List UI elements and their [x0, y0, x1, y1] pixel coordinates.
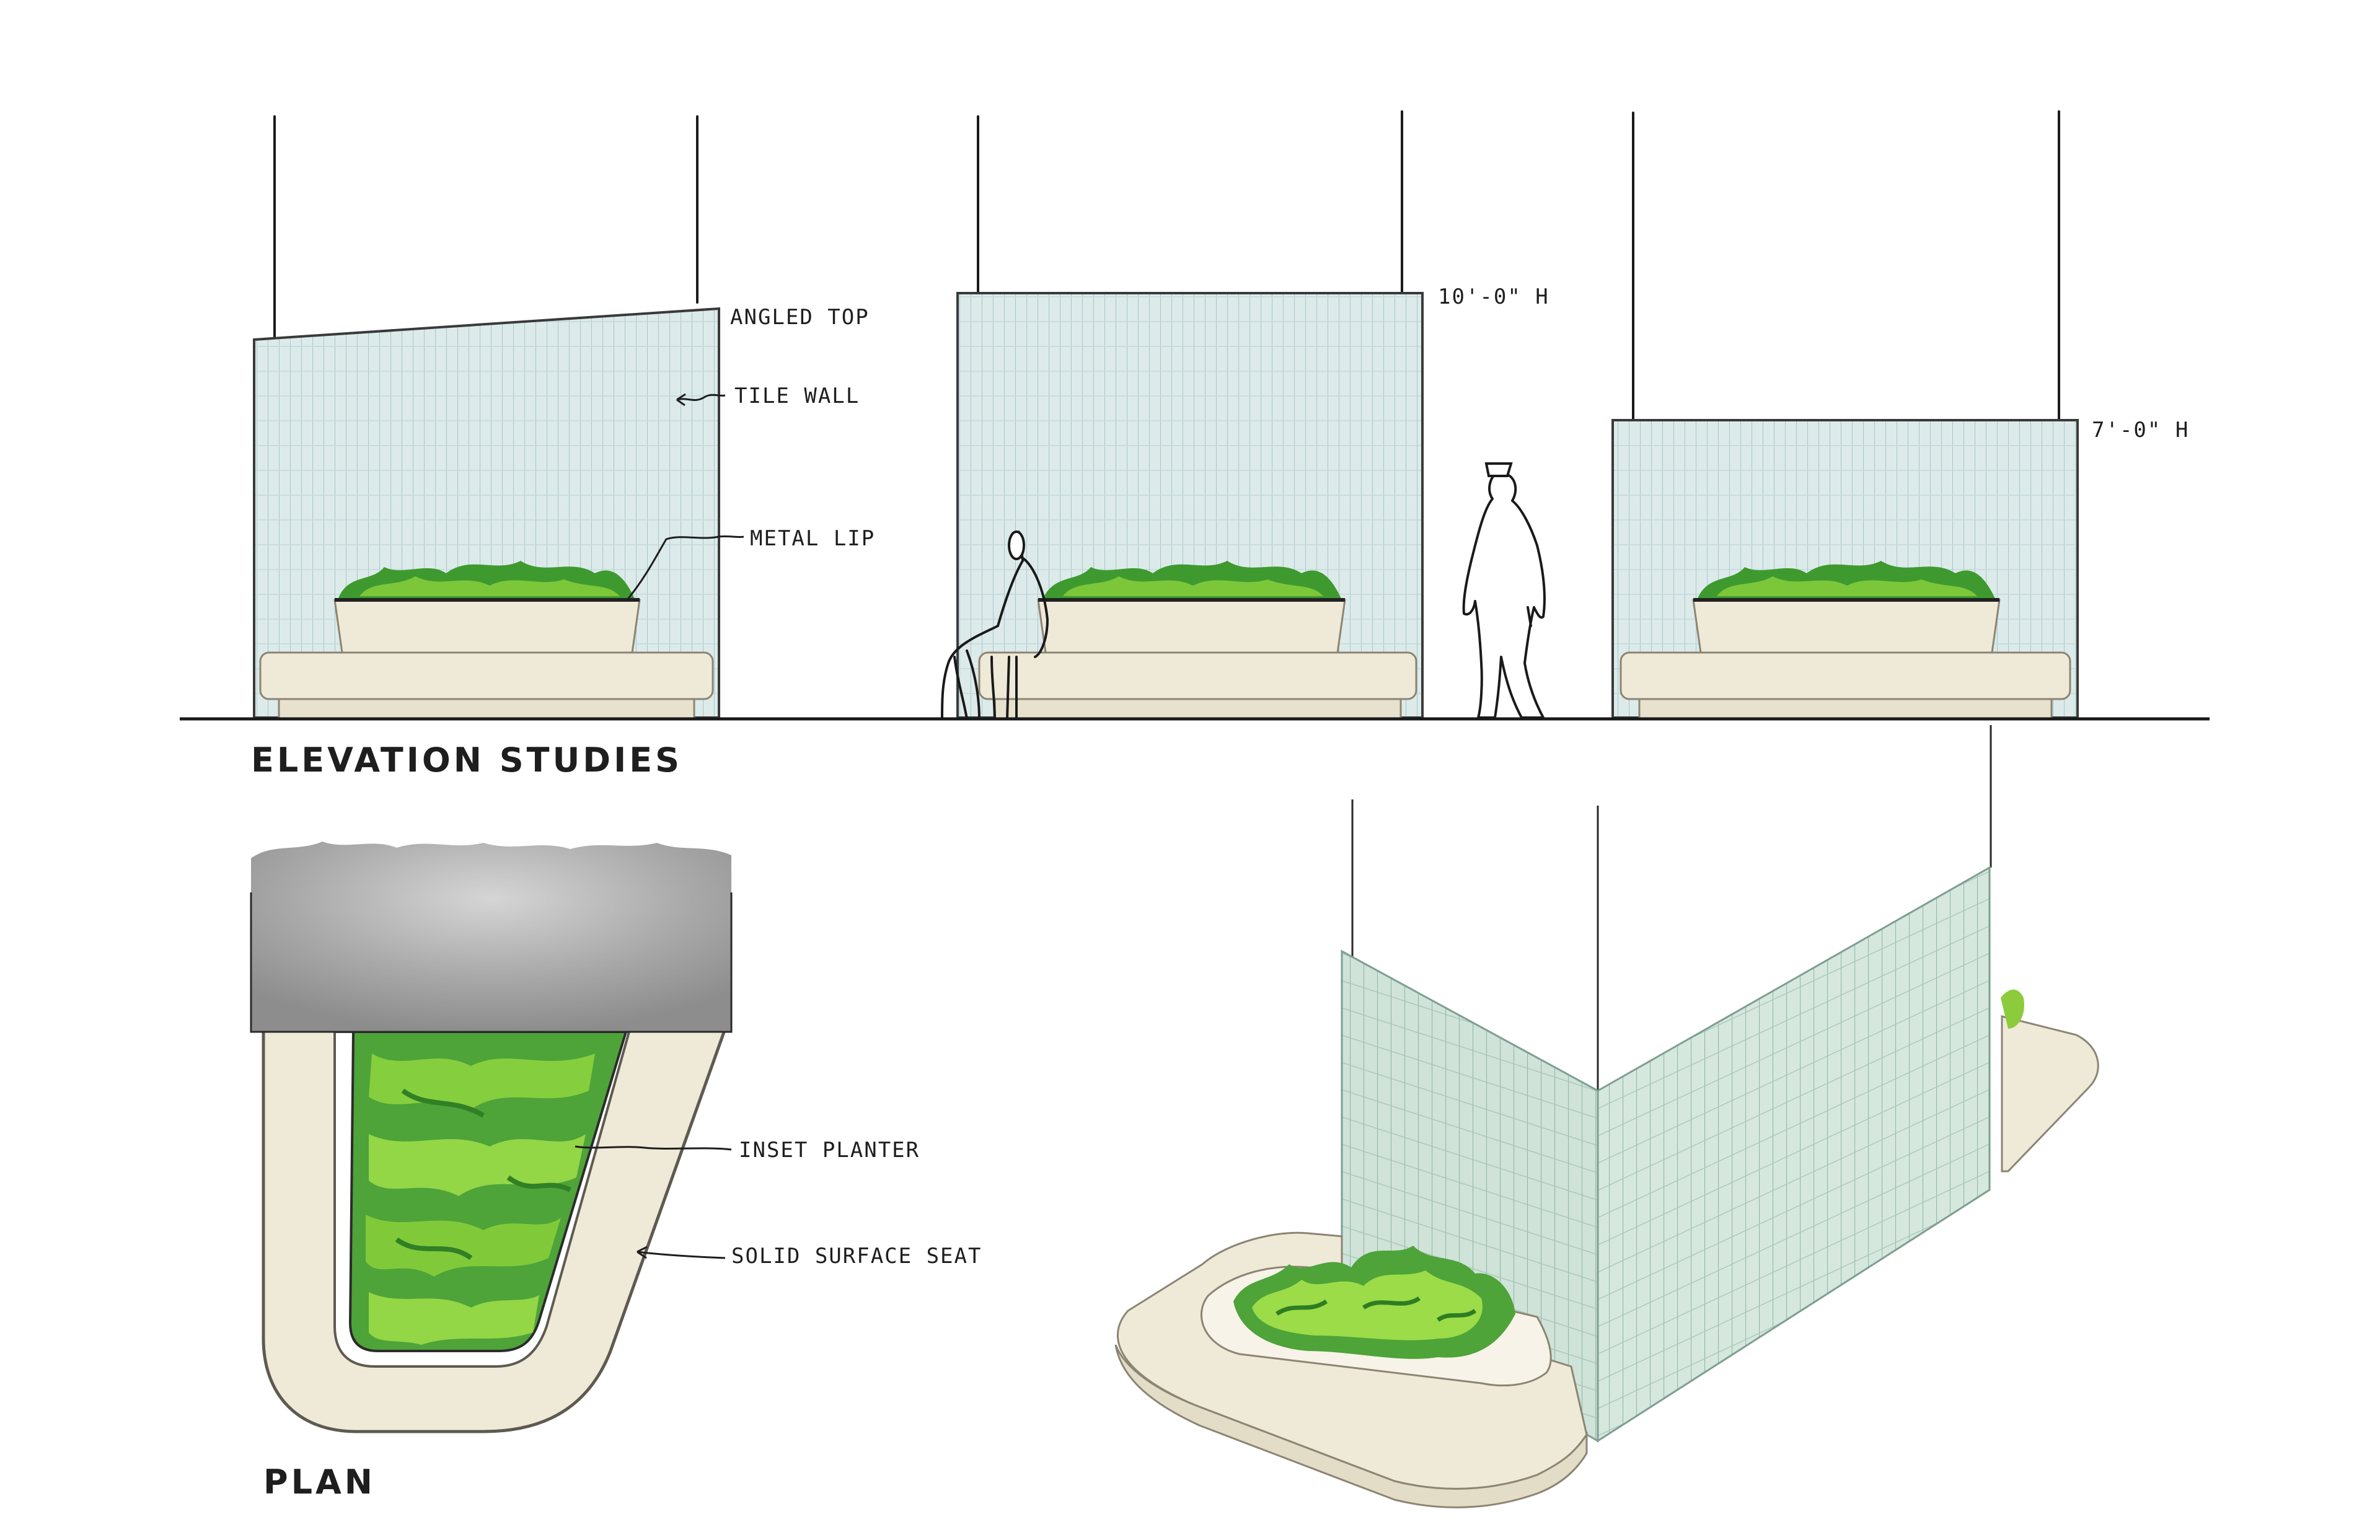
iso-bench-edge: [1114, 1344, 1588, 1508]
leader-arrowhead: [676, 393, 686, 407]
tile-wall-text: TILE WALL: [734, 384, 860, 408]
bench-seat: [259, 651, 714, 700]
seated-figure: [941, 530, 1049, 720]
iso-rear-bench: [2001, 1015, 2099, 1173]
tile-wall-callout: TILE WALL: [676, 384, 860, 408]
planter-box: [1692, 599, 2001, 654]
metal-lip-text: METAL LIP: [750, 526, 875, 551]
planter-foliage: [1042, 561, 1342, 600]
leader-line: [575, 1145, 732, 1151]
iso-tile-wall-right: [1597, 866, 1991, 1443]
elevation-7ft: [1611, 110, 2079, 720]
height-10ft-text: 10'-0" H: [1438, 284, 1549, 309]
inset-planter-text: INSET PLANTER: [739, 1138, 920, 1163]
plan-foliage-texture: [366, 1054, 595, 1345]
iso-planter-foliage: [1233, 1246, 1515, 1359]
leader-line: [625, 535, 744, 602]
elevation-angled-top: [253, 115, 720, 720]
planter-box: [1037, 599, 1346, 654]
elevation-10ft: [941, 110, 1424, 720]
metal-lip-callout: METAL LIP: [625, 526, 875, 602]
plan-title: PLAN: [263, 1463, 376, 1502]
angled-top-text: ANGLED TOP: [730, 305, 870, 330]
bench-seat: [1620, 651, 2071, 700]
height-7ft-text: 7'-0" H: [2092, 418, 2189, 442]
solid-surface-seat-text: SOLID SURFACE SEAT: [731, 1244, 982, 1269]
planter-box: [333, 599, 641, 654]
bench-base: [278, 698, 695, 720]
plan-column-edge: [250, 892, 733, 1033]
plan-view: [250, 842, 733, 1433]
bench-base: [1638, 698, 2053, 720]
plan-inset-planter: [348, 1031, 628, 1352]
inset-planter-callout: INSET PLANTER: [575, 1138, 920, 1163]
planter-foliage: [338, 561, 635, 600]
solid-surface-seat-callout: SOLID SURFACE SEAT: [637, 1244, 982, 1269]
standing-figure: [1462, 462, 1546, 719]
isometric-view: [1114, 725, 2099, 1508]
elevation-studies-title: ELEVATION STUDIES: [251, 741, 682, 780]
leader-line: [676, 394, 726, 402]
bench-base: [994, 698, 1402, 720]
leader-line: [637, 1246, 726, 1259]
angled-top-label: ANGLED TOP: [730, 305, 870, 330]
planter-foliage: [1697, 561, 1996, 600]
iso-rear-foliage: [2001, 989, 2024, 1029]
plan-column: [251, 842, 731, 1032]
bench-seat: [978, 651, 1417, 700]
